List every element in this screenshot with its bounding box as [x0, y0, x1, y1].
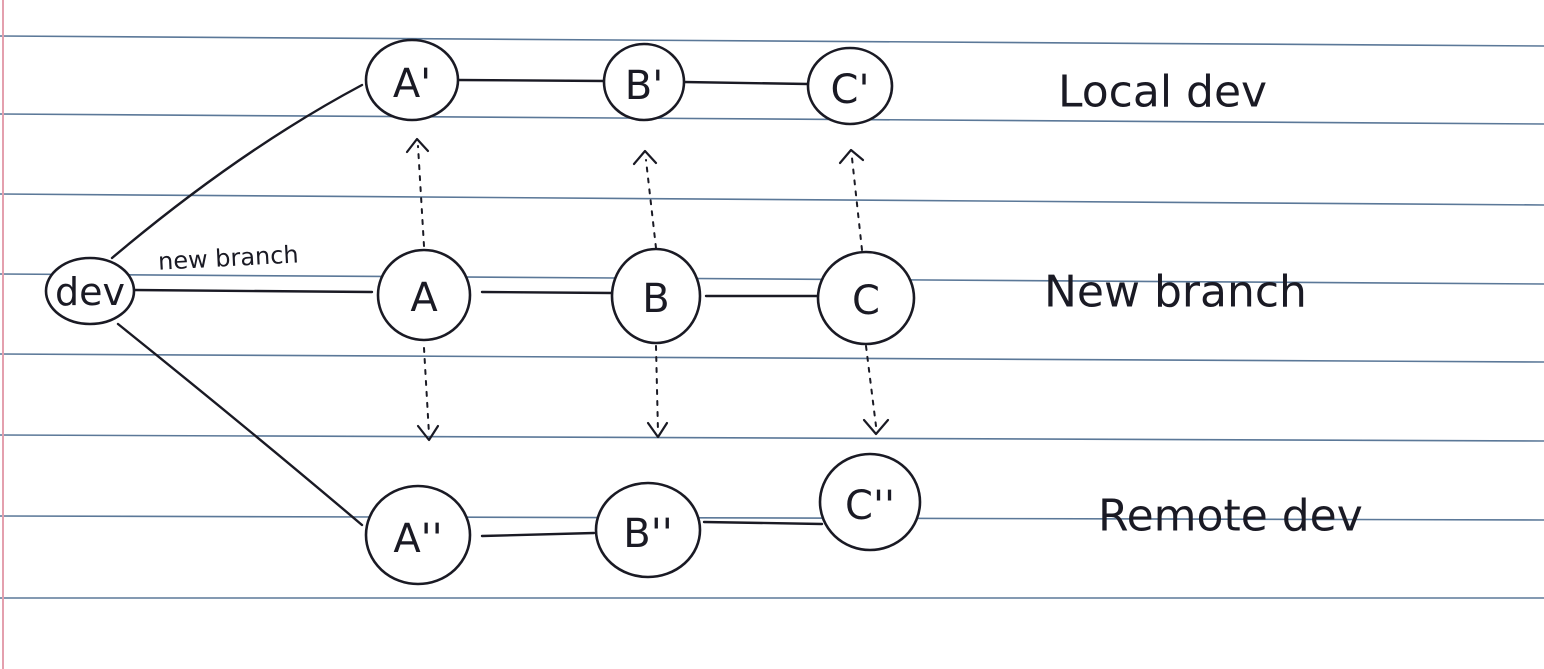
ruled-line	[0, 273, 1544, 285]
edges	[110, 78, 824, 538]
link-c-to-c-double-prime	[865, 345, 877, 427]
edge-a-double-prime-to-b-double-prime	[480, 531, 596, 538]
edge-dev-to-a	[132, 288, 374, 294]
node-a-double-prime: A''	[364, 484, 472, 586]
edge-dev-to-a-prime	[110, 83, 364, 260]
ruled-line	[0, 193, 1544, 206]
node-b: B	[610, 247, 702, 345]
edge-dev-to-a-double-prime	[116, 322, 364, 527]
ruled-line	[0, 515, 1544, 521]
link-c-to-c-prime	[851, 157, 863, 251]
link-b-to-b-prime	[645, 159, 657, 249]
node-label: B'	[625, 63, 663, 109]
node-label: C	[852, 278, 880, 324]
sync-links	[405, 137, 890, 442]
node-label: C''	[845, 483, 895, 529]
arrowhead-down-icon	[862, 418, 890, 436]
link-b-to-b-double-prime	[655, 345, 659, 433]
nodes: dev A' B' C' A B C A''	[44, 38, 922, 586]
arrowhead-down-icon	[416, 424, 440, 442]
node-a-prime: A'	[364, 38, 460, 122]
node-b-double-prime: B''	[594, 481, 702, 579]
link-a-to-a-double-prime	[423, 347, 430, 435]
ruled-line	[0, 434, 1544, 442]
link-a-to-a-prime	[417, 145, 425, 247]
edge-b-double-prime-to-c-double-prime	[702, 520, 824, 526]
ruled-line	[0, 353, 1544, 363]
row-label-remote-dev: Remote dev	[1098, 491, 1363, 542]
node-label: C'	[831, 67, 870, 113]
arrowhead-up-icon	[838, 148, 865, 165]
node-label: dev	[55, 270, 125, 314]
row-label-new-branch: New branch	[1044, 267, 1307, 318]
arrowhead-up-icon	[632, 149, 658, 166]
ruled-line	[0, 113, 1544, 125]
node-b-prime: B'	[602, 42, 686, 122]
node-c-prime: C'	[806, 46, 894, 126]
edge-a-to-b	[480, 290, 614, 295]
node-c-double-prime: C''	[818, 452, 922, 552]
node-label: B	[642, 276, 669, 322]
row-labels: Local dev New branch Remote dev	[1044, 67, 1363, 542]
row-label-local-dev: Local dev	[1058, 67, 1267, 118]
ruled-line	[0, 35, 1544, 47]
node-label: A	[410, 275, 438, 321]
arrowhead-down-icon	[646, 421, 669, 439]
arrowhead-up-icon	[405, 137, 430, 154]
node-label: A''	[393, 516, 442, 562]
node-label: B''	[623, 511, 672, 557]
node-c: C	[816, 250, 916, 346]
node-dev: dev	[44, 256, 136, 326]
node-label: A'	[393, 61, 431, 107]
edge-label-new-branch: new branch	[157, 240, 299, 275]
edge-a-prime-to-b-prime	[456, 78, 608, 83]
node-a: A	[376, 248, 472, 342]
edge-b-prime-to-c-prime	[682, 80, 810, 86]
